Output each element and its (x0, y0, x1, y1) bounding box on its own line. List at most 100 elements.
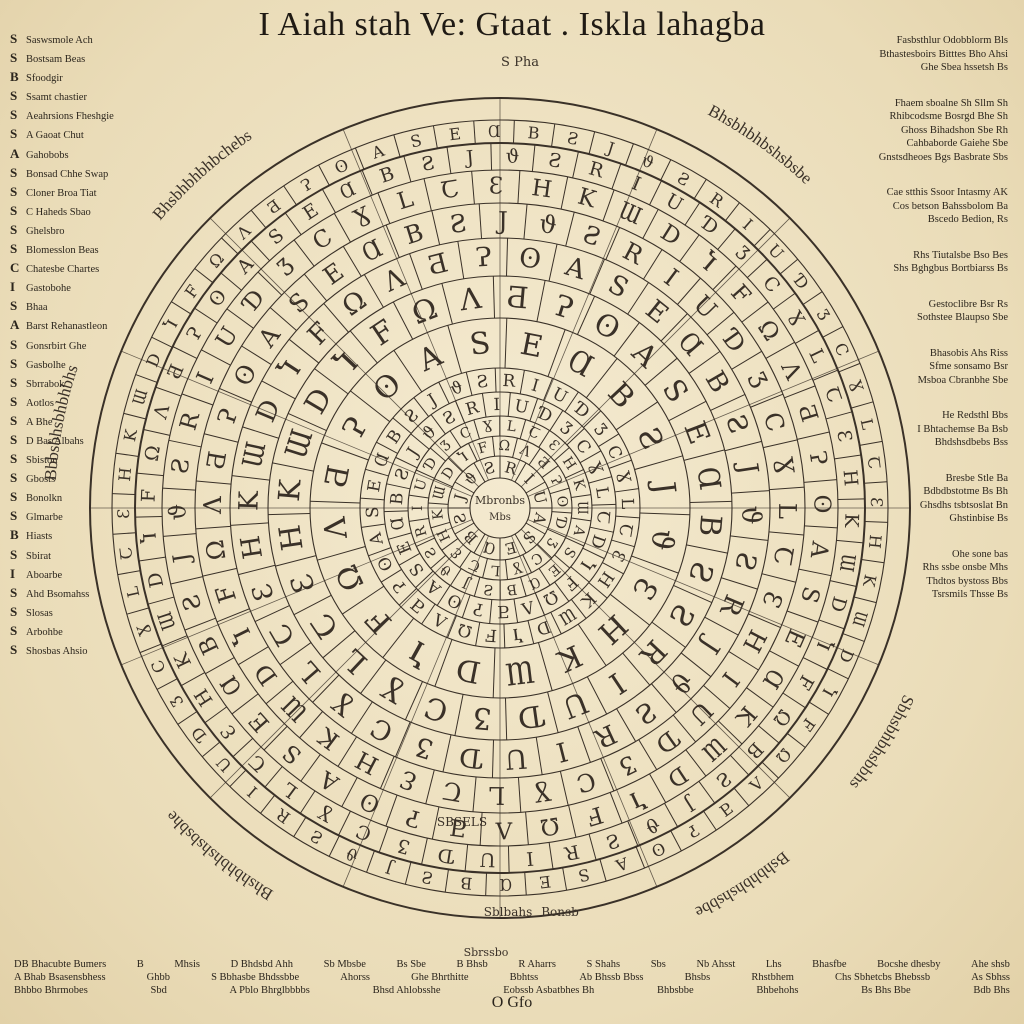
radial-divider (416, 537, 435, 547)
radial-divider (638, 739, 658, 770)
radial-divider (408, 517, 429, 522)
legend-text: Aboarbe (26, 569, 63, 581)
radial-divider (492, 276, 496, 319)
cell-glyph: U (412, 477, 431, 493)
bottom-legend-cell: A Bhab Bsasensbhess (14, 972, 106, 983)
cell-glyph: K (569, 477, 587, 492)
radial-divider (577, 726, 591, 763)
radial-divider (184, 617, 216, 631)
cell-glyph: R (633, 633, 674, 673)
radial-divider (216, 608, 250, 623)
cell-glyph: Ʌ (198, 496, 227, 515)
cell-glyph: I (410, 505, 426, 511)
legend-key: S (10, 431, 18, 447)
cell-glyph: E (545, 560, 563, 579)
radial-divider (194, 268, 214, 284)
radial-divider (434, 639, 453, 687)
legend-text: Hiasts (26, 531, 53, 543)
radial-divider (850, 401, 874, 409)
radial-divider (231, 475, 270, 481)
cell-glyph: ϑ (643, 526, 681, 554)
cell-glyph: Ɣ (769, 455, 800, 477)
radial-divider (377, 192, 391, 224)
bottom-legend-cell: Bs Bhs Bbe (861, 985, 911, 996)
cell-glyph: Ɛ (832, 428, 856, 444)
cell-glyph: Ƨ (483, 581, 495, 598)
cell-glyph: C (366, 711, 399, 748)
radial-divider (464, 844, 469, 872)
cell-glyph: F (792, 671, 818, 693)
cell-glyph: F (476, 439, 490, 457)
cell-glyph: E (677, 417, 716, 449)
radial-divider (172, 346, 198, 359)
radial-divider (560, 176, 569, 210)
cell-glyph: Ʒ (413, 730, 437, 764)
cell-glyph: I (659, 263, 684, 292)
cell-glyph: E (779, 625, 810, 651)
radial-divider (782, 692, 806, 709)
cell-glyph: Ω (407, 291, 442, 331)
radial-divider (571, 517, 592, 522)
cell-glyph: Ω (141, 444, 165, 463)
radial-divider (609, 593, 650, 626)
radial-divider (537, 642, 553, 691)
radial-divider (585, 358, 618, 399)
cell-glyph: J (422, 389, 440, 411)
cell-glyph: ʘ (588, 305, 626, 347)
legend-key: S (10, 508, 18, 524)
radial-divider (394, 721, 411, 758)
cell-glyph: E (448, 124, 462, 144)
cell-glyph: Ƨ (712, 767, 736, 792)
radial-divider (421, 603, 436, 625)
cell-glyph: ϑ (639, 151, 657, 173)
radial-divider (605, 227, 621, 260)
cell-glyph: F (137, 489, 159, 503)
cell-glyph: L (489, 781, 506, 810)
cell-glyph: Ʒ (166, 692, 187, 710)
radial-divider (321, 188, 336, 213)
radial-divider (204, 706, 228, 724)
legend-key: S (10, 374, 18, 390)
radial-divider (473, 462, 486, 483)
radial-divider (385, 794, 398, 827)
radial-divider (615, 515, 640, 519)
bottom-legend-cell: As Sbhss (971, 972, 1010, 983)
cell-glyph: Ɑ (216, 671, 248, 700)
radial-divider (550, 612, 562, 635)
radial-divider (670, 830, 682, 852)
radial-divider (541, 465, 559, 478)
cell-glyph: Ƨ (419, 152, 436, 176)
radial-divider (572, 151, 579, 179)
radial-divider (803, 479, 837, 483)
radial-divider (562, 867, 568, 891)
radial-divider (491, 436, 496, 457)
cell-glyph: B (401, 217, 427, 250)
legend-text: Blomesslon Beas (26, 245, 99, 257)
right-legend-line: Bhasobis Ahs Riss (929, 347, 1008, 359)
radial-divider (489, 599, 493, 624)
radial-divider (547, 528, 566, 538)
radial-divider (741, 301, 769, 323)
cell-glyph: H (530, 175, 553, 203)
spoke-line (520, 217, 791, 488)
cell-glyph: Ɑ (499, 875, 512, 894)
cell-glyph: Ɛ (284, 569, 322, 598)
radial-divider (434, 478, 453, 488)
legend-key: S (10, 470, 18, 486)
right-legend-line: Bhdshsdbebs Bss (934, 437, 1008, 448)
radial-divider (615, 401, 658, 431)
radial-divider (395, 456, 418, 469)
radial-divider (479, 812, 483, 846)
radial-divider (613, 322, 640, 357)
radial-divider (746, 687, 774, 708)
radial-divider (143, 429, 171, 436)
radial-divider (559, 771, 569, 806)
cell-glyph: Ɯ (848, 609, 871, 629)
radial-divider (299, 790, 316, 814)
radial-divider (505, 238, 509, 277)
radial-divider (238, 646, 269, 666)
